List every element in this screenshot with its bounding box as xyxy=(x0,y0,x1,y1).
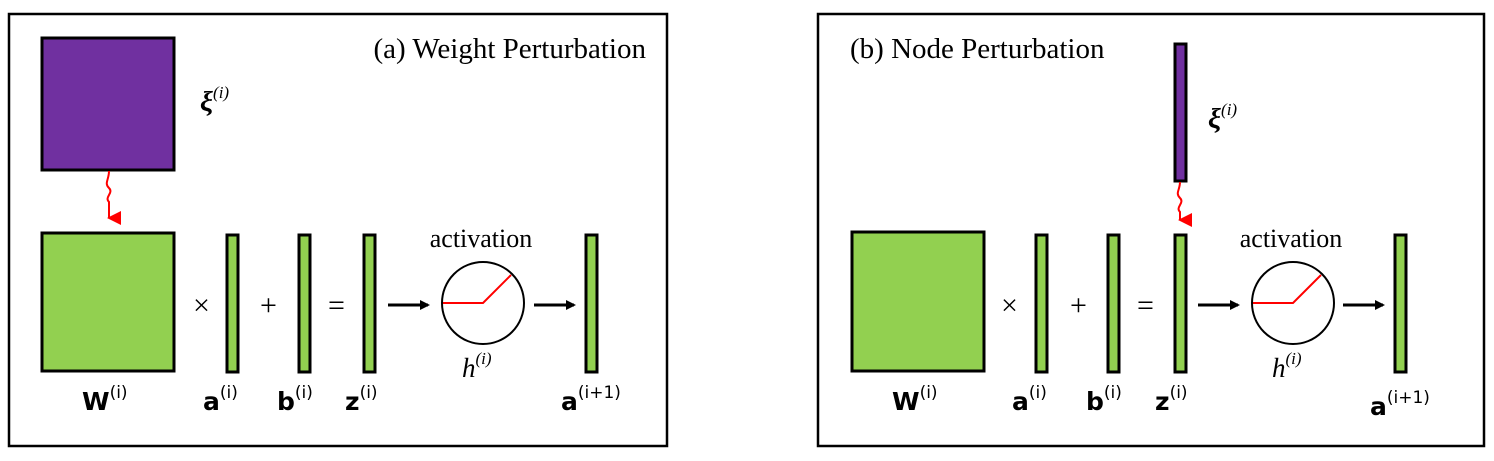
weight-matrix-W xyxy=(40,231,176,373)
times-operator: × xyxy=(1001,289,1018,322)
times-operator: × xyxy=(193,289,210,322)
noise-vector-xi xyxy=(1173,42,1188,183)
relu-curve xyxy=(1253,274,1322,304)
label-b: b(i) xyxy=(1086,383,1122,416)
label-a-next: a(i+1) xyxy=(1370,388,1430,421)
label-a-next: a(i+1) xyxy=(561,383,621,416)
plus-operator: + xyxy=(1070,289,1087,322)
vector-b xyxy=(297,233,312,374)
vector-a xyxy=(225,233,240,374)
equals-operator: = xyxy=(328,289,345,322)
equals-operator: = xyxy=(1137,289,1154,322)
panel-a-title: (a) Weight Perturbation xyxy=(373,33,646,65)
plus-operator: + xyxy=(260,289,277,322)
label-b: b(i) xyxy=(277,383,313,416)
activation-text: activation xyxy=(430,224,533,253)
vector-z xyxy=(1173,233,1188,374)
noise-label-xi: ξ(i) xyxy=(1208,100,1237,135)
activation-label-h: h(i) xyxy=(462,349,492,383)
relu-curve xyxy=(443,274,512,304)
noise-matrix-xi xyxy=(40,36,176,172)
activation-label-h: h(i) xyxy=(1272,349,1302,383)
vector-a-next xyxy=(1393,233,1408,374)
vector-b xyxy=(1106,233,1121,374)
vector-a xyxy=(1034,233,1049,374)
vector-a-next xyxy=(584,233,599,374)
panel-b-frame xyxy=(816,12,1486,448)
panel-node-perturbation: (b) Node Perturbation ξ(i) × + = activat… xyxy=(816,12,1486,448)
weight-matrix-W xyxy=(850,230,986,373)
panel-b-title: (b) Node Perturbation xyxy=(850,33,1105,65)
label-a: a(i) xyxy=(203,383,238,416)
label-W: W(i) xyxy=(82,383,128,416)
vector-z xyxy=(362,233,377,374)
label-z: z(i) xyxy=(1155,383,1188,416)
label-W: W(i) xyxy=(892,383,938,416)
activation-text: activation xyxy=(1240,224,1343,253)
perturbation-arrow xyxy=(1176,181,1192,227)
label-a: a(i) xyxy=(1012,383,1047,416)
perturbation-arrow xyxy=(105,170,121,225)
noise-label-xi: ξ(i) xyxy=(200,83,229,118)
panel-weight-perturbation: (a) Weight Perturbation ξ(i) × + = activ… xyxy=(7,12,669,448)
label-z: z(i) xyxy=(345,383,378,416)
